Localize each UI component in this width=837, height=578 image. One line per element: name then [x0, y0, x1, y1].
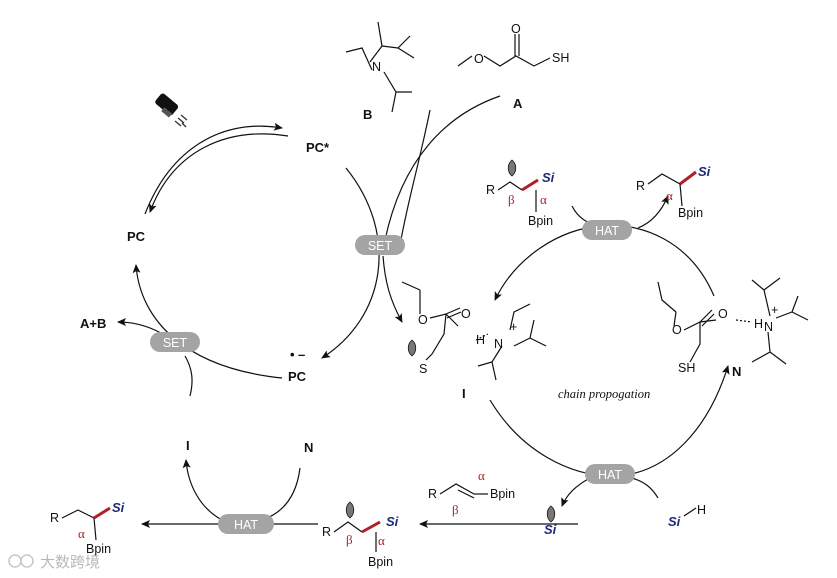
radical-orbital-icon: [407, 339, 417, 357]
pc-anion-label: PC: [288, 369, 307, 384]
beta-radical-top: R β α Si Bpin: [486, 159, 555, 228]
svg-text:α: α: [666, 188, 673, 203]
svg-text:Bpin: Bpin: [368, 555, 393, 569]
svg-text:大数跨境: 大数跨境: [40, 553, 100, 571]
svg-text:R: R: [50, 511, 59, 525]
hat-top-out-right: [637, 195, 669, 229]
svg-text:A: A: [513, 96, 523, 111]
sih-to-hat-right-tail: [631, 477, 659, 499]
set-left-tail: [184, 355, 193, 397]
ab-label: A+B: [80, 316, 106, 331]
svg-text:N: N: [764, 320, 773, 334]
svg-text:I: I: [462, 386, 466, 401]
svg-text:O: O: [672, 323, 682, 337]
svg-text:Bpin: Bpin: [528, 214, 553, 228]
svg-text:R: R: [486, 183, 495, 197]
set-top-pill: SET: [355, 235, 405, 255]
svg-text:R: R: [636, 179, 645, 193]
pc-excitation-arrow: [144, 122, 283, 215]
hat-bottom-arc: [489, 365, 730, 477]
pcanion-to-pc-arc: [132, 264, 283, 379]
svg-text:Bpin: Bpin: [678, 206, 703, 220]
svg-text:H: H: [754, 317, 763, 331]
chain-propagation-label: chain propogation: [558, 387, 650, 401]
svg-text:N: N: [494, 337, 503, 351]
svg-text:HAT: HAT: [234, 518, 258, 532]
svg-text:Si: Si: [112, 500, 125, 515]
beta-radical-bottom: R β α Si Bpin: [322, 501, 399, 569]
pc-label: PC: [127, 229, 146, 244]
hat-bottom-pill: HAT: [218, 514, 274, 534]
hat-top-pill: HAT: [582, 220, 632, 240]
svg-text:SH: SH: [552, 51, 569, 65]
svg-text:SET: SET: [163, 336, 188, 350]
alkenyl-boronate: R α β Bpin: [428, 468, 515, 517]
svg-text:O: O: [718, 307, 728, 321]
molecule-b: N B: [345, 21, 415, 122]
intermediate-n: O O H N + SH N: [657, 277, 809, 379]
hat-right-pill: HAT: [585, 464, 635, 484]
hat-bottom-to-i-arrow: [182, 459, 223, 521]
svg-text:B: B: [363, 107, 372, 122]
product-top: R α Si Bpin: [636, 164, 711, 220]
svg-text:HAT: HAT: [595, 224, 619, 238]
watermark: 大数跨境: [8, 553, 100, 571]
pc-star-label: PC*: [306, 140, 330, 155]
svg-text:+: +: [771, 303, 778, 317]
svg-text:Si: Si: [544, 522, 557, 537]
silyl-radical: Si: [544, 505, 557, 537]
svg-text:SH: SH: [678, 361, 695, 375]
a-inflow-arrow: [384, 95, 501, 241]
svg-text:N: N: [732, 364, 741, 379]
svg-text:Si: Si: [668, 514, 681, 529]
set-left-pill: SET: [150, 332, 200, 352]
svg-text:α: α: [540, 192, 547, 207]
svg-text:O: O: [474, 52, 484, 66]
pc-anion-minus: –: [298, 347, 305, 362]
svg-text:Si: Si: [698, 164, 711, 179]
svg-text:HAT: HAT: [598, 468, 622, 482]
svg-text:S: S: [419, 362, 427, 376]
svg-text:N: N: [372, 60, 381, 74]
svg-text:+: +: [510, 320, 517, 334]
n-to-hat-bottom-tail: [261, 467, 301, 521]
svg-text:β: β: [452, 502, 459, 517]
svg-text:Bpin: Bpin: [86, 542, 111, 556]
hat-right-to-si-radical-arrow: [561, 477, 591, 507]
set-top-to-intermediate-arrow: [382, 255, 403, 323]
b-inflow-arrow: [399, 109, 431, 246]
svg-text:O: O: [511, 22, 521, 36]
svg-text:β: β: [508, 192, 515, 207]
pc-emission-arrow: [149, 133, 289, 213]
product-bottom: R α Si Bpin: [50, 500, 125, 556]
svg-text:Si: Si: [542, 170, 555, 185]
intermediate-i: O O H N + S I: [401, 281, 547, 401]
pcstar-to-pcanion-arc: [321, 167, 380, 359]
svg-text:α: α: [378, 533, 385, 548]
svg-text:H: H: [697, 503, 706, 517]
svg-text:SET: SET: [368, 239, 393, 253]
n-bottom-label: N: [304, 440, 313, 455]
svg-text:α: α: [78, 526, 85, 541]
molecule-a: O O SH A: [457, 22, 569, 111]
svg-text:β: β: [346, 532, 353, 547]
svg-text:R: R: [322, 525, 331, 539]
pc-anion-dot: •: [290, 347, 295, 362]
svg-text:α: α: [478, 468, 485, 483]
svg-text:R: R: [428, 487, 437, 501]
lamp-icon: [155, 93, 188, 128]
svg-text:O: O: [418, 313, 428, 327]
silane: Si H: [668, 503, 706, 529]
i-bottom-label: I: [186, 438, 190, 453]
svg-text:Bpin: Bpin: [490, 487, 515, 501]
svg-text:O: O: [461, 307, 471, 321]
svg-text:Si: Si: [386, 514, 399, 529]
svg-text:H: H: [476, 333, 485, 347]
